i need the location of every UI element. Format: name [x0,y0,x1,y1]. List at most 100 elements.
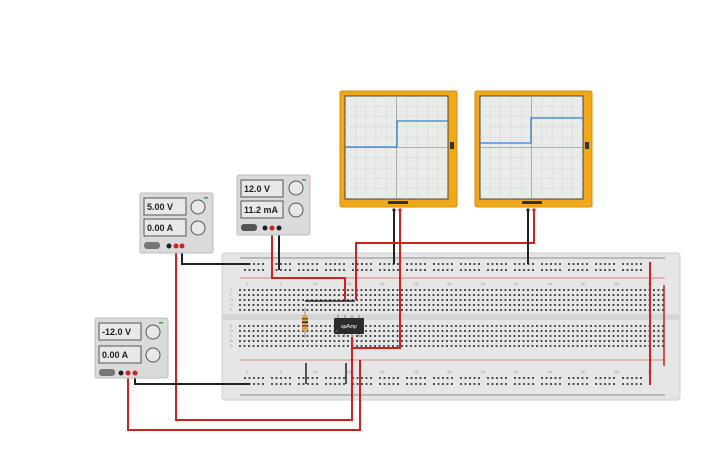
breadboard-hole[interactable] [518,263,521,265]
breadboard-hole[interactable] [473,263,476,265]
breadboard-hole[interactable] [644,304,646,306]
breadboard-hole[interactable] [653,289,655,291]
breadboard-hole[interactable] [626,294,628,296]
breadboard-hole[interactable] [590,340,592,342]
breadboard-hole[interactable] [531,345,534,347]
breadboard-hole[interactable] [334,377,336,379]
breadboard-hole[interactable] [324,294,327,296]
breadboard-hole[interactable] [486,325,489,327]
breadboard-hole[interactable] [279,330,282,332]
breadboard-hole[interactable] [288,299,291,301]
resistor[interactable] [302,308,308,338]
breadboard-hole[interactable] [653,304,655,306]
breadboard-hole[interactable] [360,289,363,291]
breadboard-hole[interactable] [518,294,520,296]
breadboard-hole[interactable] [581,263,584,265]
breadboard-hole[interactable] [446,304,448,306]
breadboard-hole[interactable] [262,383,264,385]
breadboard-hole[interactable] [504,304,507,306]
breadboard-hole[interactable] [540,289,543,291]
breadboard-hole[interactable] [414,345,417,347]
breadboard-hole[interactable] [657,299,660,301]
breadboard-hole[interactable] [590,304,592,306]
breadboard-hole[interactable] [608,340,610,342]
breadboard-hole[interactable] [576,289,579,291]
breadboard-hole[interactable] [617,330,619,332]
breadboard-hole[interactable] [342,345,345,347]
breadboard-hole[interactable] [365,325,367,327]
breadboard-hole[interactable] [585,309,588,311]
psu2-ground-terminal[interactable] [262,225,268,231]
breadboard-hole[interactable] [360,345,363,347]
breadboard-hole[interactable] [468,325,471,327]
breadboard-hole[interactable] [469,377,471,379]
breadboard-hole[interactable] [401,309,403,311]
breadboard-hole[interactable] [257,263,260,265]
breadboard-hole[interactable] [401,335,403,337]
breadboard-hole[interactable] [320,335,322,337]
breadboard-hole[interactable] [504,325,507,327]
breadboard-hole[interactable] [522,340,525,342]
breadboard-hole[interactable] [644,299,646,301]
breadboard-hole[interactable] [333,309,336,311]
breadboard-hole[interactable] [554,299,556,301]
breadboard-hole[interactable] [549,335,552,337]
breadboard-hole[interactable] [275,330,277,332]
breadboard-hole[interactable] [441,345,444,347]
breadboard-hole[interactable] [549,299,552,301]
breadboard-hole[interactable] [581,299,583,301]
breadboard-hole[interactable] [477,340,480,342]
breadboard-hole[interactable] [396,325,399,327]
breadboard-hole[interactable] [657,345,660,347]
opamp-chip[interactable]: opAmp [334,315,364,337]
breadboard-hole[interactable] [437,289,439,291]
breadboard-hole[interactable] [486,340,489,342]
breadboard-hole[interactable] [653,299,655,301]
breadboard-hole[interactable] [244,377,246,379]
breadboard-hole[interactable] [275,289,277,291]
breadboard-hole[interactable] [284,330,286,332]
breadboard-hole[interactable] [378,289,381,291]
breadboard-hole[interactable] [657,335,660,337]
breadboard-hole[interactable] [271,377,273,379]
breadboard-hole[interactable] [477,325,480,327]
breadboard-hole[interactable] [626,383,629,385]
breadboard-hole[interactable] [482,294,484,296]
psu2-negative-terminal[interactable] [276,225,282,231]
breadboard-hole[interactable] [491,304,493,306]
breadboard-hole[interactable] [383,335,385,337]
breadboard-hole[interactable] [262,269,264,271]
breadboard-hole[interactable] [329,289,331,291]
breadboard-hole[interactable] [518,304,520,306]
breadboard-hole[interactable] [621,345,624,347]
breadboard-hole[interactable] [626,340,628,342]
breadboard-hole[interactable] [252,330,255,332]
breadboard-hole[interactable] [626,377,629,379]
power-supply-3[interactable]: -12.0 V 0.00 A [94,317,169,379]
breadboard-hole[interactable] [576,335,579,337]
breadboard-hole[interactable] [459,325,462,327]
breadboard-hole[interactable] [297,309,300,311]
breadboard-hole[interactable] [500,383,503,385]
breadboard-hole[interactable] [603,289,606,291]
breadboard-hole[interactable] [338,294,340,296]
breadboard-hole[interactable] [387,345,390,347]
breadboard-hole[interactable] [248,340,250,342]
breadboard-hole[interactable] [559,383,561,385]
breadboard-hole[interactable] [505,269,507,271]
breadboard-hole[interactable] [261,294,264,296]
breadboard-hole[interactable] [572,269,575,271]
psu3-positive-terminal[interactable] [132,370,138,376]
breadboard-hole[interactable] [577,377,579,379]
breadboard-hole[interactable] [631,383,633,385]
breadboard-hole[interactable] [387,309,390,311]
breadboard-hole[interactable] [288,309,291,311]
breadboard-hole[interactable] [451,383,453,385]
breadboard-hole[interactable] [630,335,633,337]
breadboard-hole[interactable] [414,289,417,291]
breadboard-hole[interactable] [509,294,511,296]
breadboard-hole[interactable] [460,383,462,385]
breadboard-hole[interactable] [342,340,345,342]
breadboard-hole[interactable] [486,335,489,337]
breadboard-hole[interactable] [343,383,345,385]
